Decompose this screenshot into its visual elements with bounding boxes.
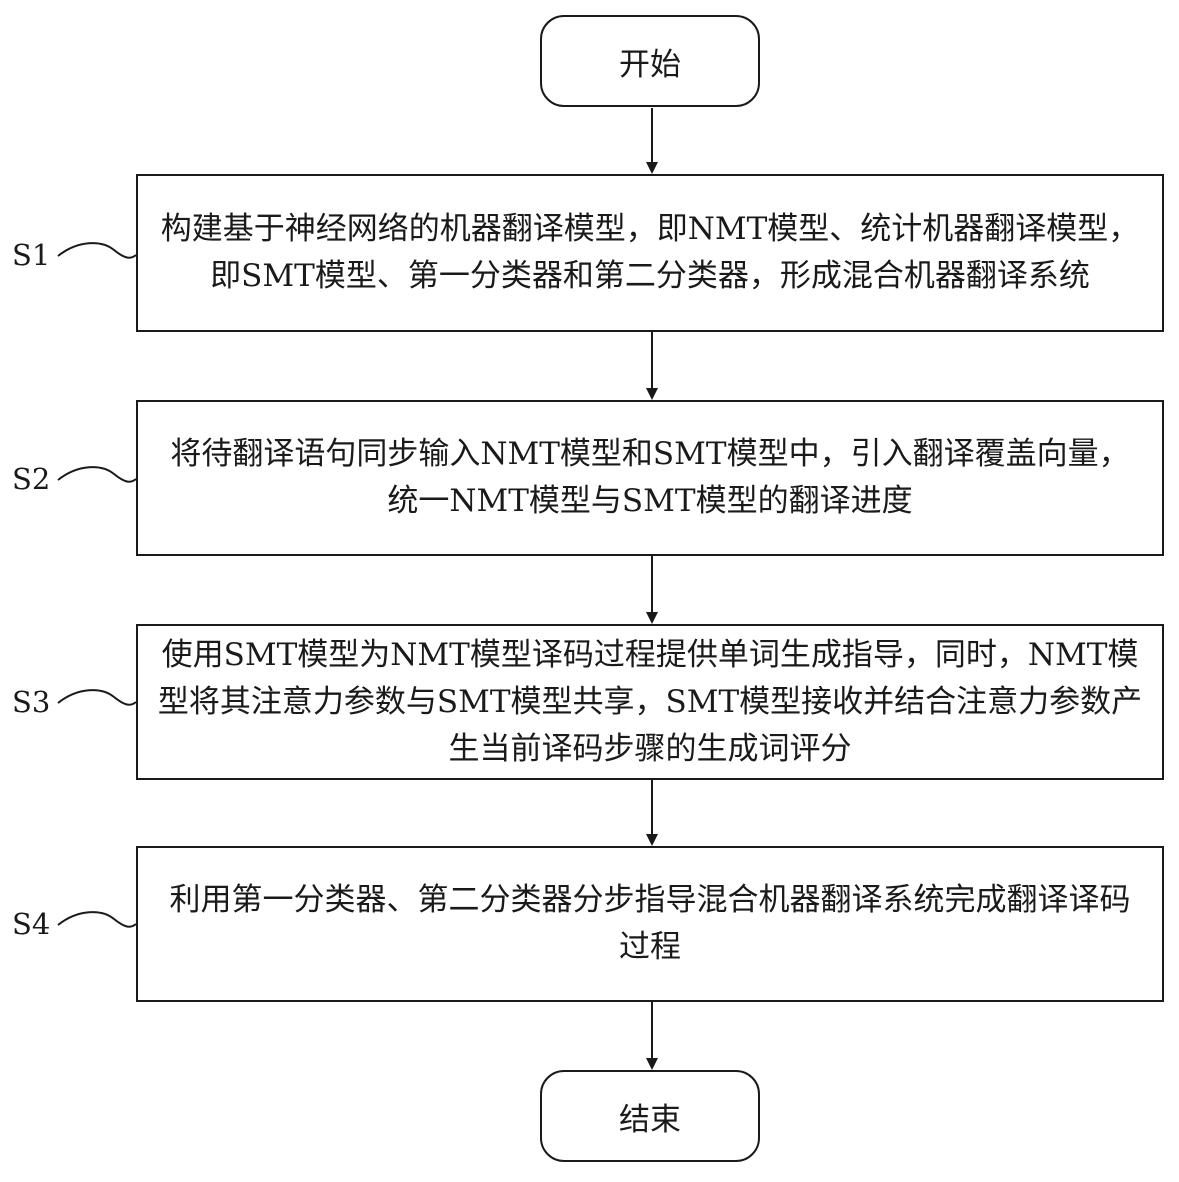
step-box-s4: 利用第一分类器、第二分类器分步指导混合机器翻译系统完成翻译译码过程 bbox=[136, 846, 1164, 1002]
leader-s2 bbox=[57, 466, 137, 483]
leader-s4 bbox=[57, 911, 137, 928]
start-label: 开始 bbox=[619, 46, 681, 83]
start-node: 开始 bbox=[540, 15, 760, 107]
step-label-s1: S1 bbox=[12, 238, 51, 272]
step-text-s2: 将待翻译语句同步输入NMT模型和SMT模型中，引入翻译覆盖向量，统一NMT模型与… bbox=[170, 436, 1130, 519]
step-text-s4: 利用第一分类器、第二分类器分步指导混合机器翻译系统完成翻译译码过程 bbox=[169, 882, 1131, 965]
step-text-s1: 构建基于神经网络的机器翻译模型，即NMT模型、统计机器翻译模型，即SMT模型、第… bbox=[160, 211, 1140, 294]
step-box-s3: 使用SMT模型为NMT模型译码过程提供单词生成指导，同时，NMT模型将其注意力参… bbox=[136, 624, 1164, 780]
step-box-s2: 将待翻译语句同步输入NMT模型和SMT模型中，引入翻译覆盖向量，统一NMT模型与… bbox=[136, 400, 1164, 556]
step-box-s1: 构建基于神经网络的机器翻译模型，即NMT模型、统计机器翻译模型，即SMT模型、第… bbox=[136, 174, 1164, 332]
end-label: 结束 bbox=[619, 1101, 681, 1138]
step-label-s4: S4 bbox=[12, 907, 51, 941]
step-label-s2: S2 bbox=[12, 462, 51, 496]
end-node: 结束 bbox=[540, 1070, 760, 1162]
step-label-s3: S3 bbox=[12, 685, 51, 719]
leader-s3 bbox=[57, 689, 137, 706]
step-text-s3: 使用SMT模型为NMT模型译码过程提供单词生成指导，同时，NMT模型将其注意力参… bbox=[157, 636, 1143, 767]
leader-s1 bbox=[57, 242, 137, 259]
